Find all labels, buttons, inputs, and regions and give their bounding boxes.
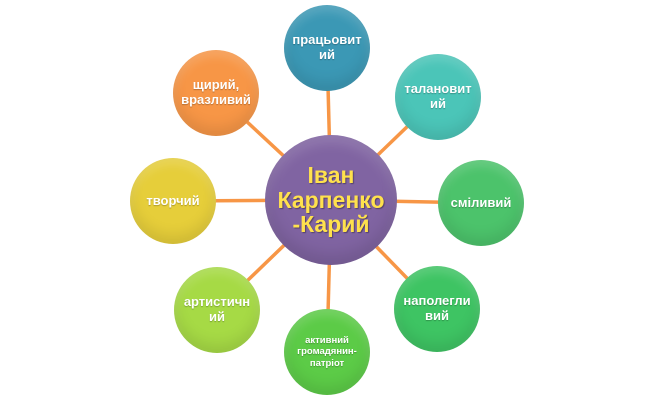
trait-node-persistent: наполегливий <box>394 266 480 352</box>
trait-label: працьовитий <box>292 32 362 62</box>
trait-node-brave: сміливий <box>438 160 524 246</box>
trait-node-talented: талановитий <box>395 54 481 140</box>
trait-label: сміливий <box>450 194 512 210</box>
trait-label: наполегливий <box>403 293 471 323</box>
center-node-label: Іван Карпенко-Карий <box>277 161 385 238</box>
trait-label: щирий, вразливий <box>181 77 251 107</box>
center-node: Іван Карпенко-Карий <box>265 135 397 265</box>
trait-node-hardworking: працьовитий <box>284 5 370 91</box>
trait-node-creative: творчий <box>130 158 216 244</box>
trait-node-sincere-sensitive: щирий, вразливий <box>173 50 259 136</box>
trait-label: артистичний <box>183 294 251 324</box>
trait-node-artistic: артистичний <box>174 267 260 353</box>
trait-label: творчий <box>146 192 200 208</box>
trait-node-active-citizen-patriot: активний громадянин-патріот <box>284 309 370 395</box>
trait-label: талановитий <box>404 81 472 111</box>
trait-label: активний громадянин-патріот <box>297 334 357 369</box>
